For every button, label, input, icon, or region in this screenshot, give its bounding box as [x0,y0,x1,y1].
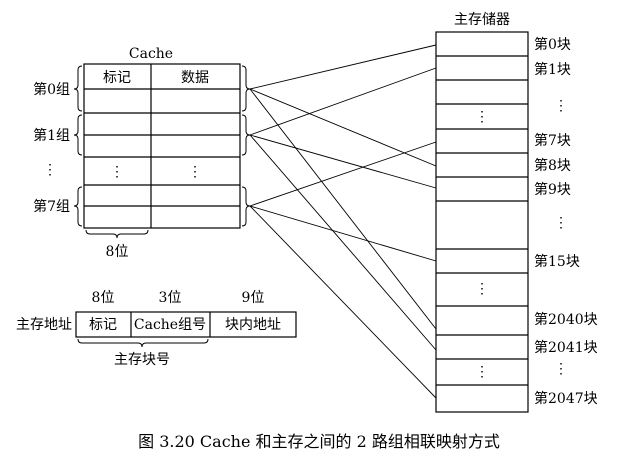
address-field-tag: 标记 [89,317,117,333]
tag-width-label: 8位 [106,244,129,260]
cache-table [83,63,241,229]
memory-ellipsis: ⋮ [475,364,489,380]
memory-ellipsis: ⋮ [475,281,489,297]
address-bits-tag: 8位 [92,290,115,306]
group-label-0: 第0组 [33,81,70,98]
block-label-ellipsis: ⋮ [554,215,568,231]
block-label-2041: 第2041块 [534,339,598,356]
block-label-ellipsis: ⋮ [554,98,568,114]
group-braces [73,65,83,227]
tag-width-brace [85,229,149,239]
mapping-lines [249,44,437,399]
block-number-brace [77,338,209,348]
cache-col-tag-header: 标记 [103,70,131,86]
block-number-label: 主存块号 [114,352,170,368]
address-field-set: Cache组号 [134,317,206,333]
block-label-1: 第1块 [534,61,571,78]
cache-title: Cache [129,46,173,62]
block-label-15: 第15块 [534,253,580,270]
block-label-8: 第8块 [534,157,571,174]
block-label-0: 第0块 [534,36,571,53]
block-label-7: 第7块 [534,132,571,149]
group-label-ellipsis: ⋮ [43,162,57,178]
block-label-2040: 第2040块 [534,311,598,328]
block-label-9: 第9块 [534,181,571,198]
address-label: 主存地址 [16,317,72,333]
group-label-7: 第7组 [33,198,70,215]
address-fields [75,311,297,338]
memory-column [435,31,529,413]
cache-row-ellipsis: ⋮ [110,164,124,180]
group-label-1: 第1组 [33,127,70,144]
block-label-ellipsis: ⋮ [554,361,568,377]
block-label-2047: 第2047块 [534,390,598,407]
cache-row-ellipsis: ⋮ [188,164,202,180]
group-braces-right [241,65,251,227]
cache-col-data-header: 数据 [181,70,209,86]
memory-title: 主存储器 [454,12,510,28]
figure-caption: 图 3.20 Cache 和主存之间的 2 路组相联映射方式 [138,432,500,451]
address-bits-offset: 9位 [242,290,265,306]
memory-ellipsis: ⋮ [475,109,489,125]
address-field-offset: 块内地址 [225,317,281,333]
address-bits-set: 3位 [159,290,182,306]
